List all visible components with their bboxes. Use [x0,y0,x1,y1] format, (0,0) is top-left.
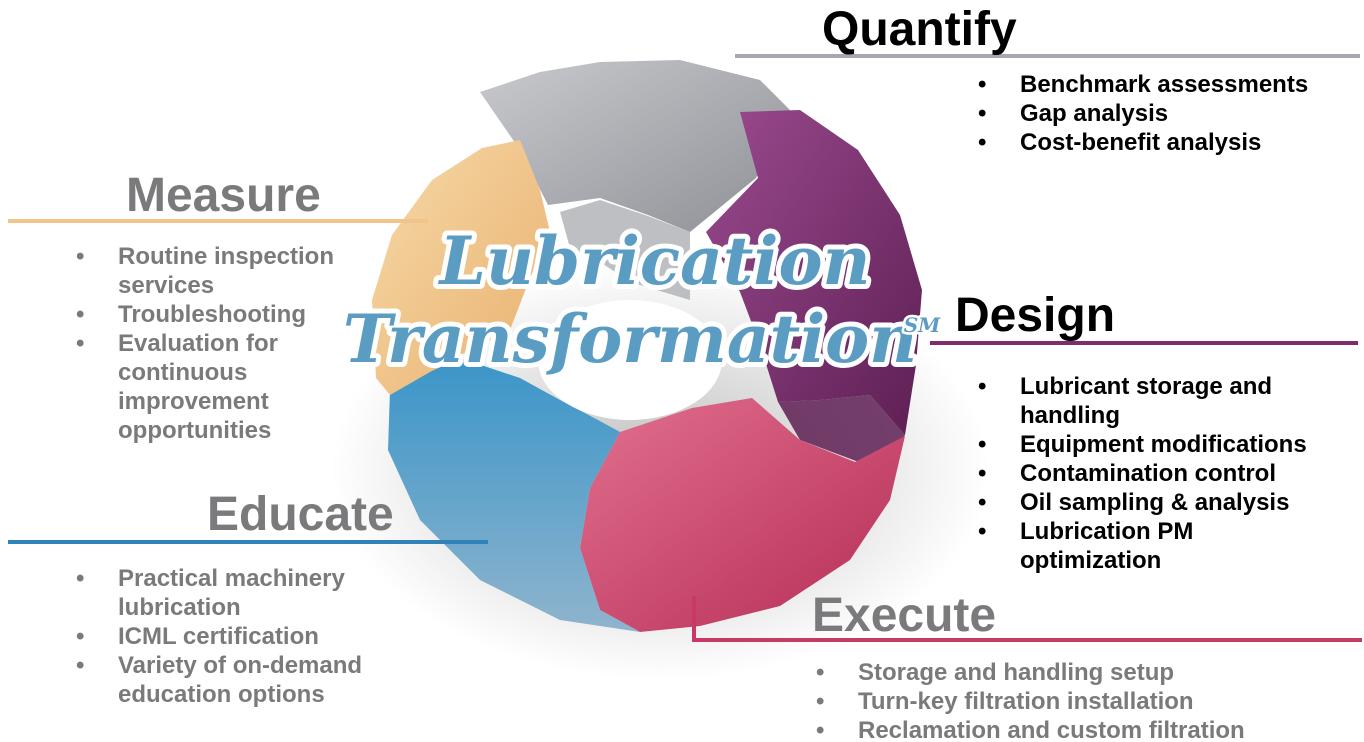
list-item: Reclamation and custom filtration [816,716,1364,742]
quantify-rule [735,54,1360,58]
list-item: Contamination control [978,459,1364,488]
measure-title: Measure [126,169,321,222]
center-title-line1: Lubrication [438,222,871,300]
list-item: Turn-key filtration installation [816,687,1364,716]
list-item: Routine inspection services [76,242,378,300]
list-item: Benchmark assessments [978,70,1364,99]
design-segment [706,110,922,470]
center-title-line2: Transformation [343,300,917,378]
list-item: Gap analysis [978,99,1364,128]
educate-rule [8,540,488,544]
list-item: Lubricant storage and handling [978,372,1310,430]
quantify-list: Benchmark assessments Gap analysis Cost-… [976,70,1364,157]
list-item: Equipment modifications [978,430,1364,459]
measure-segment [372,140,550,395]
execute-list: Storage and handling setup Turn-key filt… [814,658,1364,742]
center-title: Lubrication Transformation SM [338,217,944,383]
educate-segment [388,358,640,632]
list-item: Evaluation for continuous improvement op… [76,329,298,445]
ring-hole [538,300,722,420]
design-rule [930,341,1358,345]
execute-rule-drop [692,596,696,642]
measure-rule [8,219,428,223]
execute-segment [580,398,905,632]
quantify-segment [480,60,790,300]
execute-rule [692,638,1362,642]
execute-title: Execute [812,589,997,642]
list-item: Troubleshooting [76,300,378,329]
list-item: Cost-benefit analysis [978,128,1364,157]
list-item: Practical machinery lubrication [76,564,378,622]
educate-list: Practical machinery lubrication ICML cer… [74,564,448,709]
list-item: Oil sampling & analysis [978,488,1364,517]
list-item: Storage and handling setup [816,658,1364,687]
design-list: Lubricant storage and handling Equipment… [976,372,1364,575]
service-mark: SM [904,313,941,337]
list-item: Variety of on-demand education options [76,651,398,709]
list-item: ICML certification [76,622,448,651]
educate-title: Educate [207,488,394,541]
list-item: Lubrication PM optimization [978,517,1220,575]
design-title: Design [955,289,1116,342]
quantify-title: Quantify [822,3,1017,56]
measure-list: Routine inspection services Troubleshoot… [74,242,378,445]
